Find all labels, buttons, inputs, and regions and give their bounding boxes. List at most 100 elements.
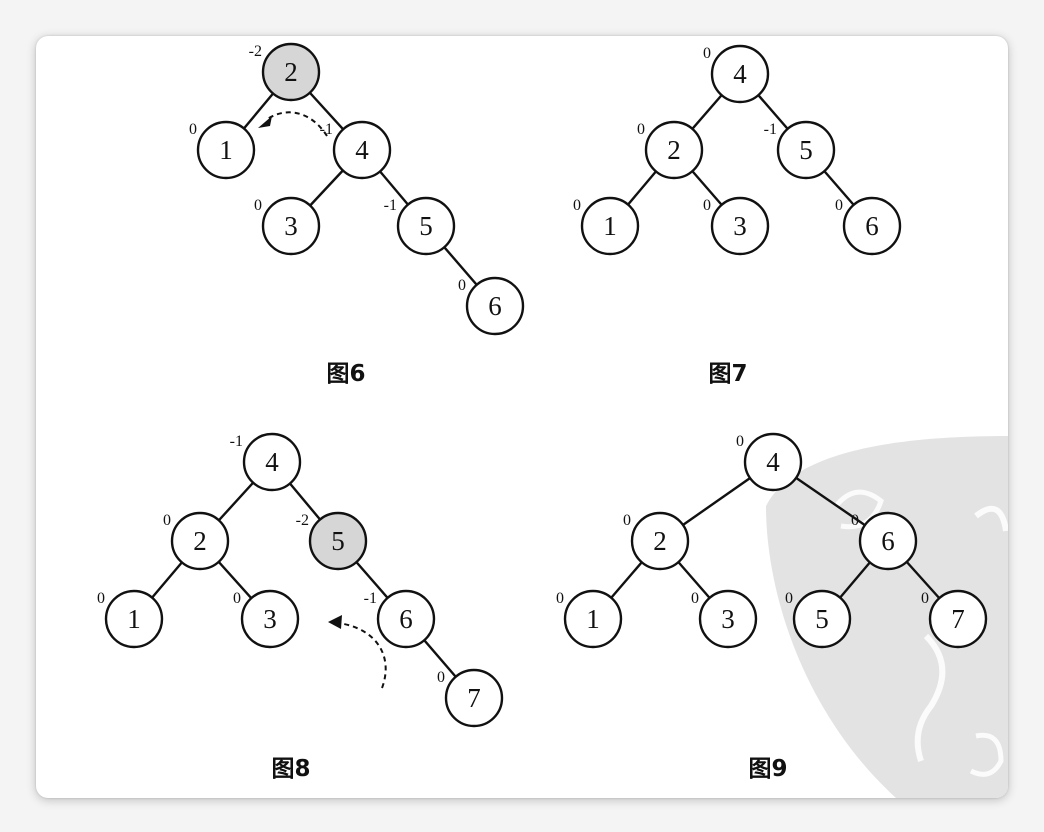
- rotation-arrows: [258, 111, 387, 689]
- node-key: 7: [467, 683, 481, 713]
- tree-node: 10: [189, 120, 256, 180]
- tree-node: 20: [637, 120, 704, 180]
- balance-factor: 0: [556, 590, 564, 607]
- balance-factor: 0: [637, 121, 645, 138]
- balance-factor: 0: [921, 590, 929, 607]
- node-circle: [444, 668, 504, 728]
- tree-node: 60: [835, 196, 902, 256]
- balance-factor: -1: [230, 433, 243, 450]
- rotation-arrow-fig8: [337, 622, 387, 689]
- balance-factor: -1: [764, 121, 777, 138]
- balance-factor: 0: [736, 433, 744, 450]
- node-key: 6: [399, 604, 413, 634]
- balance-factor: -2: [296, 512, 309, 529]
- node-circle: [792, 589, 852, 649]
- tree-node: 70: [921, 589, 988, 649]
- node-key: 7: [951, 604, 965, 634]
- tree-node: 70: [437, 668, 504, 728]
- unbalanced-node-circle: [261, 42, 321, 102]
- node-circle: [743, 432, 803, 492]
- balance-factor: 0: [189, 121, 197, 138]
- tree-node: 5 -2: [296, 511, 368, 571]
- node-circle: [776, 120, 836, 180]
- balance-factor: 0: [623, 512, 631, 529]
- node-circle: [710, 196, 770, 256]
- balance-factor: -1: [364, 590, 377, 607]
- tree-node: 10: [97, 589, 164, 649]
- node-circle: [580, 196, 640, 256]
- balance-factor: -1: [320, 121, 333, 138]
- balance-factor: -2: [249, 43, 262, 60]
- node-key: 1: [127, 604, 141, 634]
- avl-rotation-diagram: 2-2104-1305-16040205-11030604-1205-21030…: [97, 42, 1008, 798]
- node-key: 2: [193, 526, 207, 556]
- tree-node: 4 -1: [230, 432, 302, 492]
- tree-node: 10: [573, 196, 640, 256]
- balance-factor: 0: [703, 197, 711, 214]
- balance-factor: 0: [573, 197, 581, 214]
- node-key: 4: [766, 447, 780, 477]
- node-key: 5: [331, 526, 345, 556]
- node-key: 6: [488, 291, 502, 321]
- tree-node: 60: [851, 511, 918, 571]
- balance-factor: 0: [163, 512, 171, 529]
- node-circle: [928, 589, 988, 649]
- node-key: 3: [263, 604, 277, 634]
- tree-node: 5-1: [384, 196, 456, 256]
- node-circle: [396, 196, 456, 256]
- node-key: 4: [265, 447, 279, 477]
- balance-factor: 0: [97, 590, 105, 607]
- tree-node: 30: [254, 196, 321, 256]
- rotation-arrowhead-fig6: [258, 116, 272, 128]
- balance-factor: -1: [384, 197, 397, 214]
- node-circle: [170, 511, 230, 571]
- tree-node: 30: [691, 589, 758, 649]
- node-circle: [240, 589, 300, 649]
- tree-node: 20: [163, 511, 230, 571]
- node-circle: [104, 589, 164, 649]
- balance-factor: 0: [233, 590, 241, 607]
- node-circle: [563, 589, 623, 649]
- balance-factor: 0: [851, 512, 859, 529]
- balance-factor: 0: [458, 277, 466, 294]
- node-key: 2: [667, 135, 681, 165]
- balance-factor: 0: [691, 590, 699, 607]
- node-key: 2: [284, 57, 298, 87]
- tree-node: 10: [556, 589, 623, 649]
- node-key: 2: [653, 526, 667, 556]
- node-key: 1: [586, 604, 600, 634]
- node-key: 4: [355, 135, 369, 165]
- tree-node: 20: [623, 511, 690, 571]
- balance-factor: 0: [785, 590, 793, 607]
- node-circle: [261, 196, 321, 256]
- node-circle: [465, 276, 525, 336]
- balance-factor: 0: [437, 669, 445, 686]
- node-key: 4: [733, 59, 747, 89]
- tree-node: 60: [458, 276, 525, 336]
- node-circle: [858, 511, 918, 571]
- rotation-arrow-fig6: [265, 111, 328, 137]
- node-key: 1: [219, 135, 233, 165]
- tree-node: 30: [233, 589, 300, 649]
- unbalanced-node-circle: [308, 511, 368, 571]
- tree-node: 40: [703, 44, 770, 104]
- node-circle: [644, 120, 704, 180]
- node-key: 3: [733, 211, 747, 241]
- node-circle: [376, 589, 436, 649]
- tree-node: 4 -1: [320, 120, 392, 180]
- figure-caption: 图6: [326, 361, 365, 387]
- tree-node: 5 -1: [764, 120, 836, 180]
- balance-factor: 0: [254, 197, 262, 214]
- node-circle: [242, 432, 302, 492]
- node-key: 1: [603, 211, 617, 241]
- node-key: 6: [865, 211, 879, 241]
- tree-node: 2 -2: [249, 42, 321, 102]
- node-circle: [698, 589, 758, 649]
- node-circle: [196, 120, 256, 180]
- node-key: 5: [799, 135, 813, 165]
- node-key: 3: [284, 211, 298, 241]
- node-circle: [630, 511, 690, 571]
- node-circle: [710, 44, 770, 104]
- figure-caption: 图8: [271, 756, 310, 782]
